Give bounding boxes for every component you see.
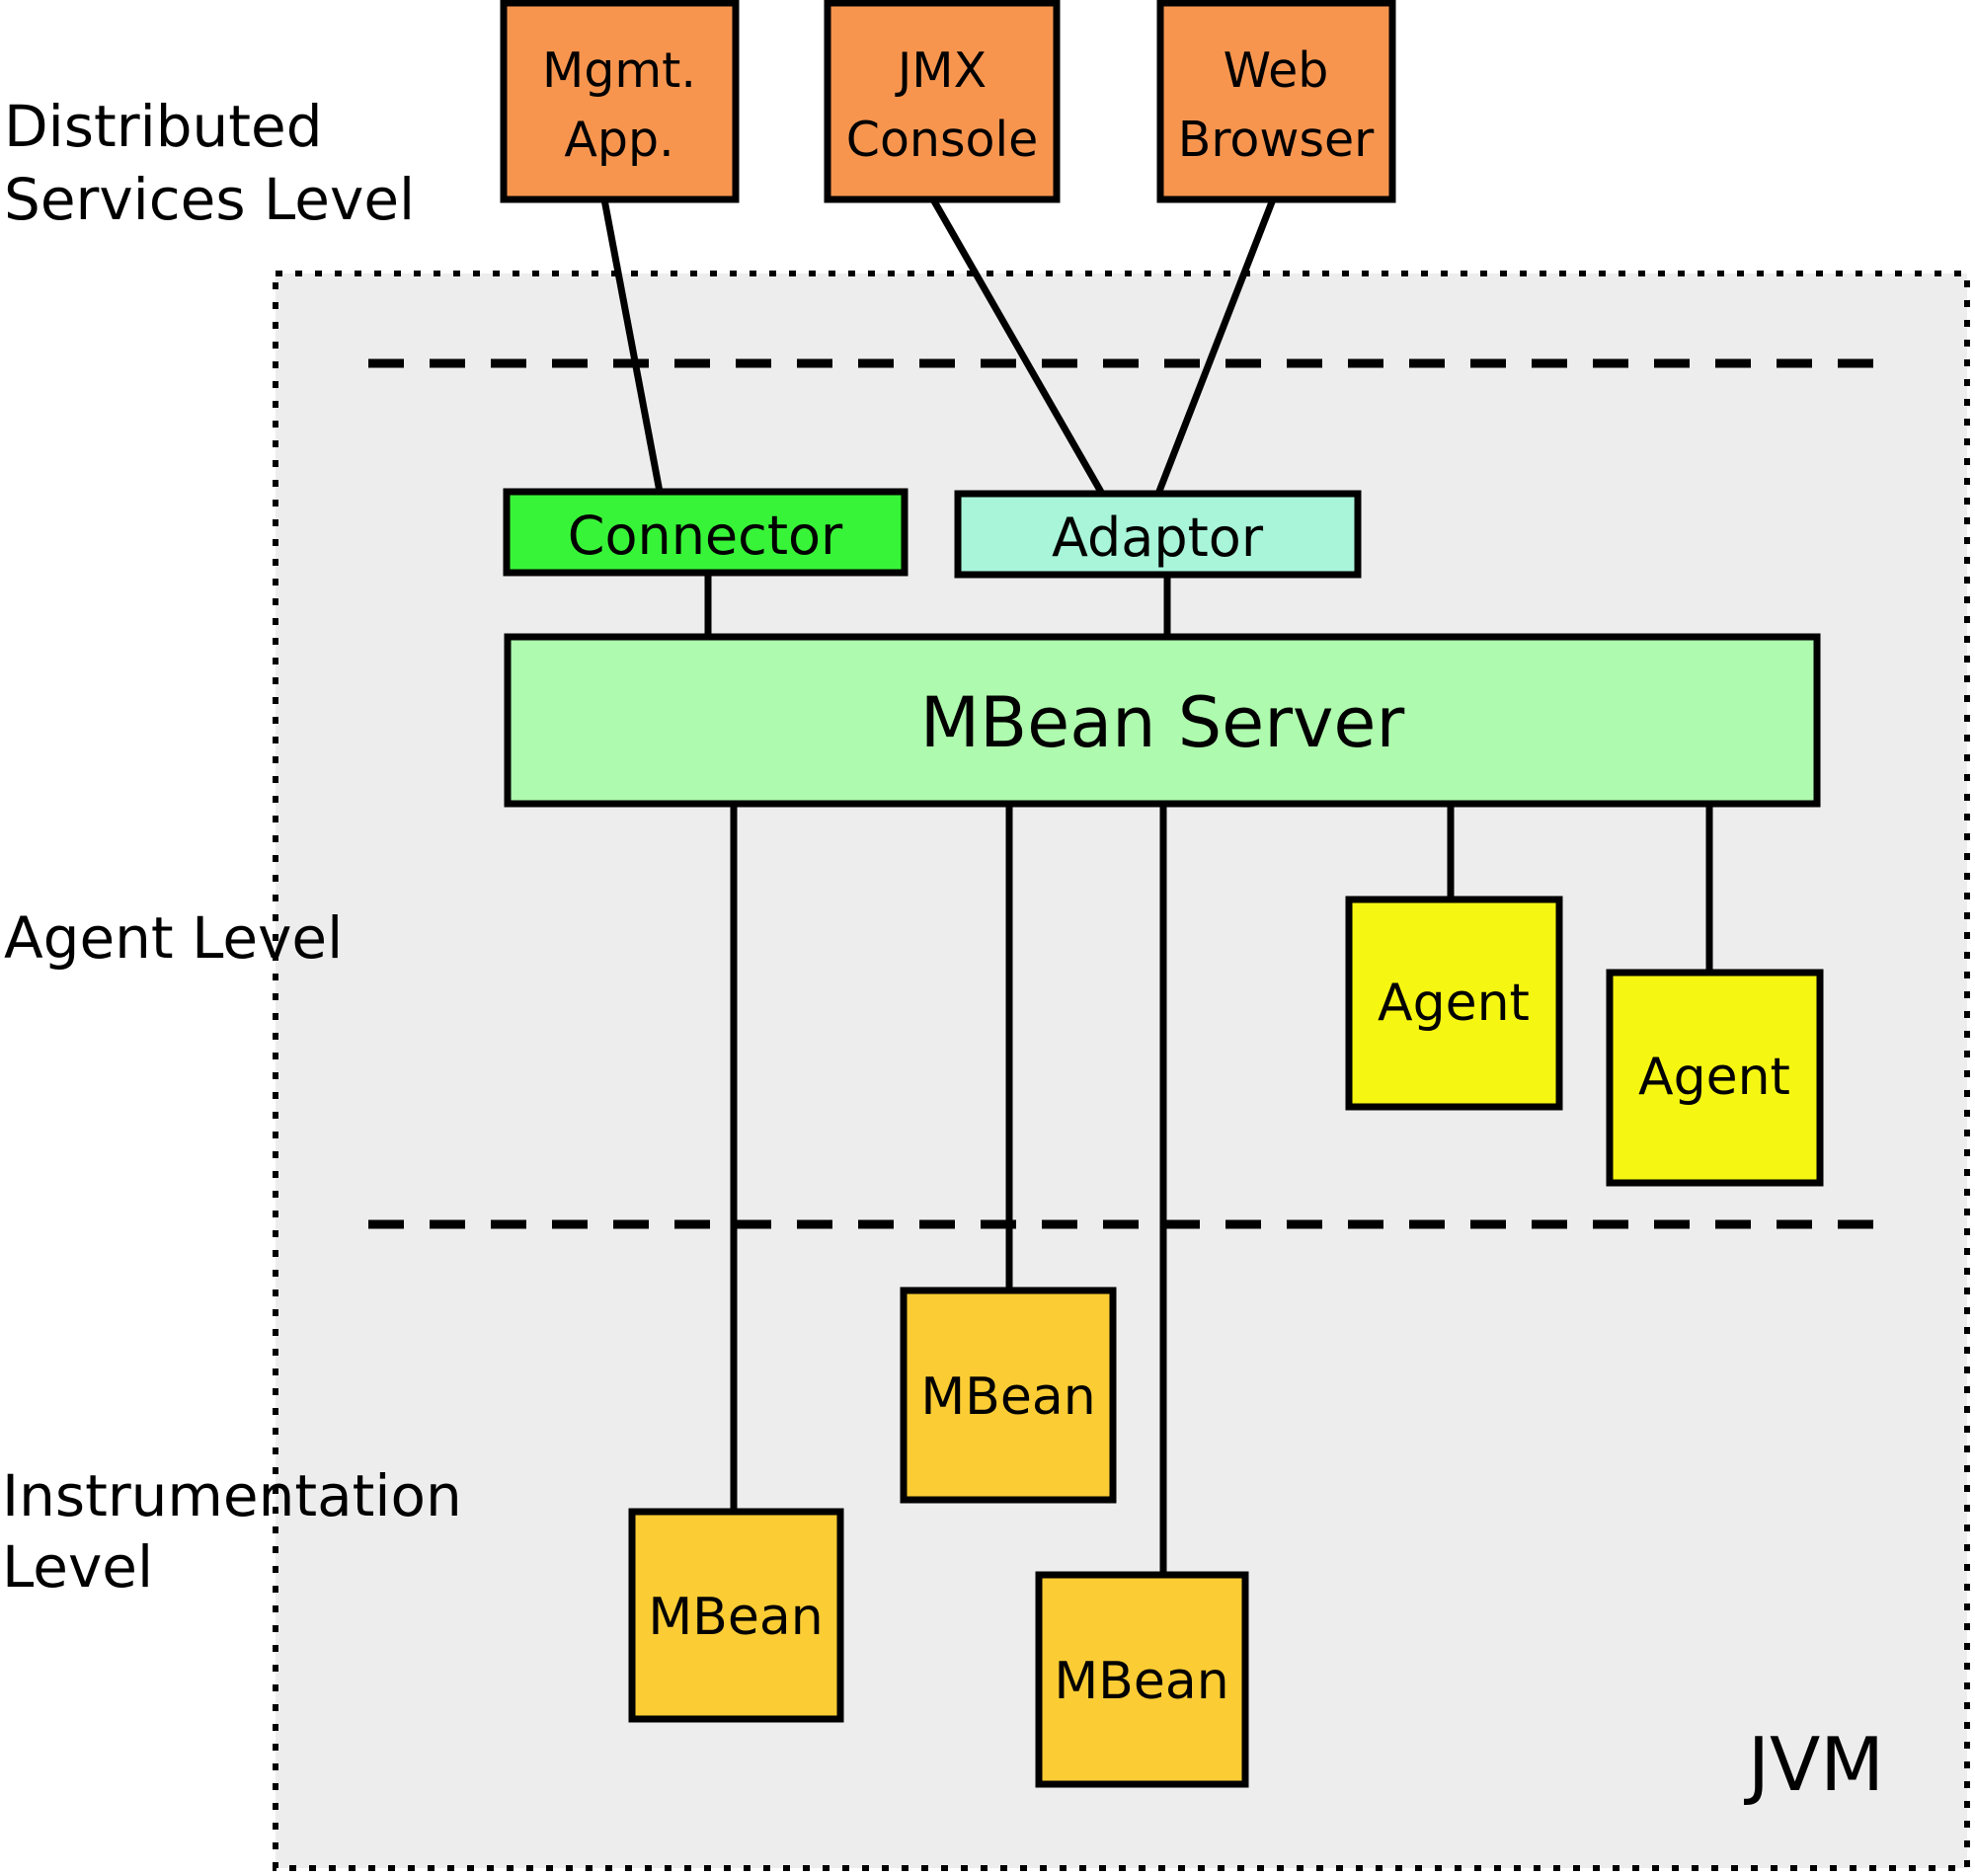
mbean-node-2: MBean xyxy=(900,1287,1117,1504)
connector-box xyxy=(503,488,908,577)
mgmt-app-node: Mgmt. App. xyxy=(500,0,740,203)
connector-label: Connector xyxy=(568,505,843,567)
agent-level-label: Agent Level xyxy=(4,904,343,972)
agent-node-1: Agent xyxy=(1345,896,1563,1111)
mbean1-box xyxy=(628,1508,844,1723)
agent-node-2: Agent xyxy=(1606,969,1824,1187)
agent1-box xyxy=(1345,896,1563,1111)
level-labels: Distributed Services Level Agent Level I… xyxy=(2,93,462,1601)
mbean-node-1: MBean xyxy=(628,1508,844,1723)
agent1-label: Agent xyxy=(1378,974,1530,1033)
mbean1-label: MBean xyxy=(648,1588,823,1647)
web-browser-label-line2: Browser xyxy=(1178,112,1375,168)
distributed-services-level-label-line2: Services Level xyxy=(4,166,415,233)
adaptor-label: Adaptor xyxy=(1052,507,1264,569)
mgmt-app-label-line2: App. xyxy=(564,112,673,168)
mbean-server-node: MBean Server xyxy=(504,633,1821,808)
mgmt-app-connector-line xyxy=(600,198,664,493)
mgmt-app-label-line1: Mgmt. xyxy=(542,42,696,99)
instrumentation-level-label-line2: Level xyxy=(2,1533,153,1601)
mbean2-label: MBean xyxy=(920,1368,1095,1427)
mgmt-app-box xyxy=(500,0,740,203)
agent2-box xyxy=(1606,969,1824,1187)
mbean-server-label: MBean Server xyxy=(920,682,1405,763)
web-browser-adaptor-line xyxy=(1154,197,1277,496)
jmx-console-label-line1: JMX xyxy=(895,42,987,99)
adaptor-box xyxy=(954,490,1362,579)
instrumentation-level-label-line1: Instrumentation xyxy=(2,1462,462,1529)
mbean3-label: MBean xyxy=(1054,1652,1228,1711)
jmx-console-box xyxy=(824,0,1061,203)
mbean-node-3: MBean xyxy=(1035,1571,1249,1788)
mbean2-box xyxy=(900,1287,1117,1504)
mbean-server-box xyxy=(504,633,1821,808)
jvm-label: JVM xyxy=(1744,1721,1884,1808)
web-browser-node: Web Browser xyxy=(1156,0,1396,203)
agent2-label: Agent xyxy=(1638,1048,1790,1107)
jmx-console-node: JMX Console xyxy=(824,0,1061,203)
jmx-console-adaptor-line xyxy=(929,197,1106,496)
jmx-console-label-line2: Console xyxy=(846,112,1039,168)
web-browser-label-line1: Web xyxy=(1224,42,1329,99)
web-browser-box xyxy=(1156,0,1396,203)
mbean3-box xyxy=(1035,1571,1249,1788)
adaptor-node: Adaptor xyxy=(954,490,1362,579)
distributed-services-level-label-line1: Distributed xyxy=(4,93,323,160)
connector-node: Connector xyxy=(503,488,908,577)
